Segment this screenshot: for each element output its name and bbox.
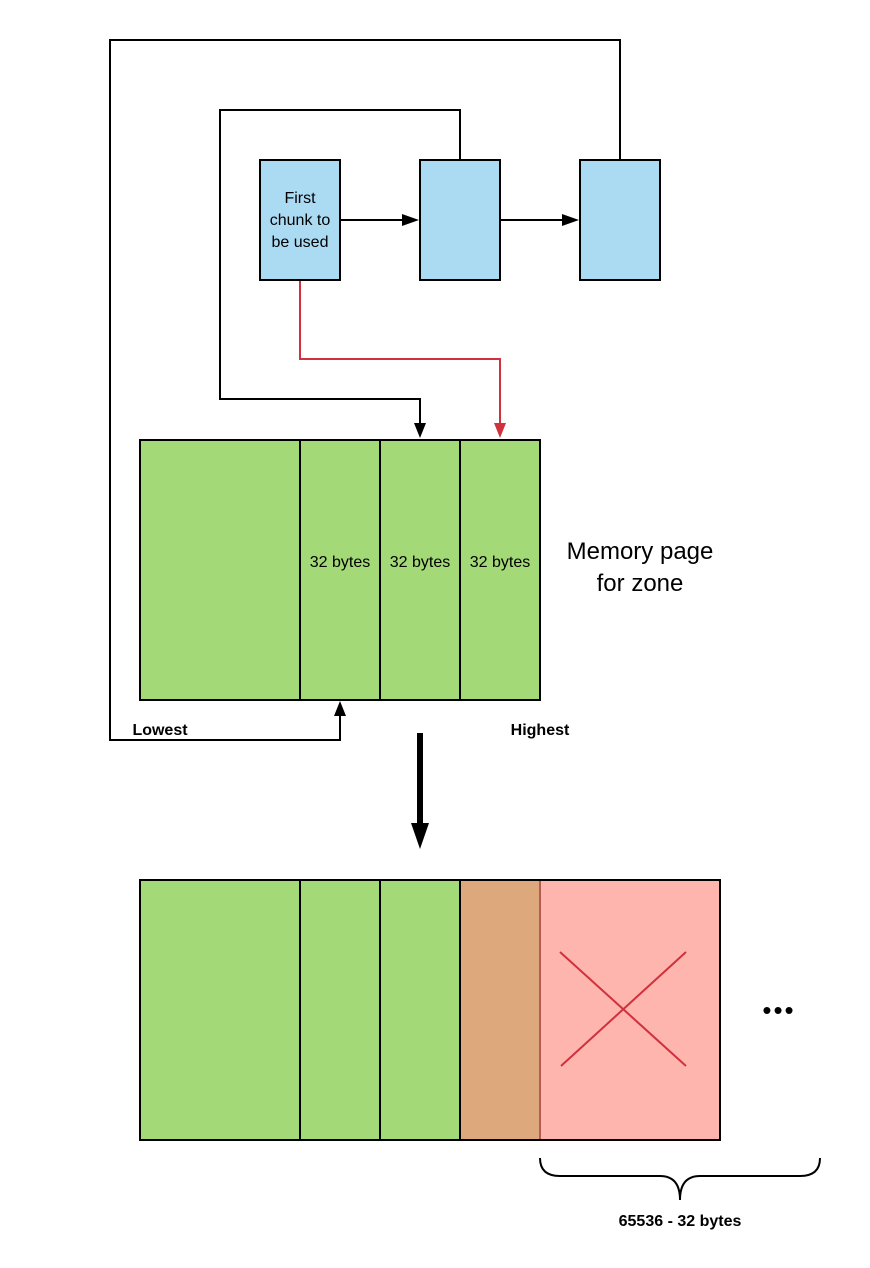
chunk-box-first	[259, 159, 341, 281]
memory-page-title-line-2: for zone	[597, 570, 684, 597]
memory-page-chunk-1	[299, 439, 381, 701]
highest-label: Highest	[511, 722, 570, 739]
outer-loop-connector	[109, 39, 621, 741]
brace-size-label: 65536 - 32 bytes	[619, 1213, 742, 1230]
result-page-header-block	[139, 879, 301, 1141]
first-chunk-label-line-1: First	[284, 190, 316, 207]
chunk-1-size-label: 32 bytes	[310, 554, 370, 571]
first-chunk-label-line-2: chunk to	[270, 212, 331, 229]
chunk-2-size-label: 32 bytes	[390, 554, 450, 571]
chunk-3-size-label: 32 bytes	[470, 554, 530, 571]
inner-loop-arrowhead	[414, 423, 426, 438]
first-chunk-label-line-3: be used	[272, 234, 329, 251]
size-brace	[539, 1157, 821, 1201]
outer-loop-arrowhead	[334, 701, 346, 716]
memory-page-title-line-1: Memory page	[567, 538, 714, 565]
chunk-link-1-2-arrowhead	[402, 214, 419, 226]
unused-cross-line-2	[560, 951, 687, 1067]
result-page-unused-region	[540, 880, 720, 1140]
transition-arrowhead	[411, 823, 429, 849]
first-chunk-connector	[299, 280, 501, 424]
memory-page-chunk-3	[459, 439, 541, 701]
first-chunk-arrowhead	[494, 423, 506, 438]
result-page-chunk-1	[299, 879, 381, 1141]
result-page-partial-chunk	[460, 880, 540, 1140]
result-page-tail-outline	[459, 879, 721, 1141]
inner-loop-connector	[219, 109, 461, 424]
memory-page-chunk-2	[379, 439, 461, 701]
chunk-link-2-3-arrowhead	[562, 214, 579, 226]
ellipsis-indicator: •••	[762, 995, 795, 1025]
result-page-chunk-2	[379, 879, 461, 1141]
chunk-box-second	[419, 159, 501, 281]
lowest-label: Lowest	[132, 722, 188, 739]
memory-page-header-block	[139, 439, 301, 701]
chunk-box-third	[579, 159, 661, 281]
